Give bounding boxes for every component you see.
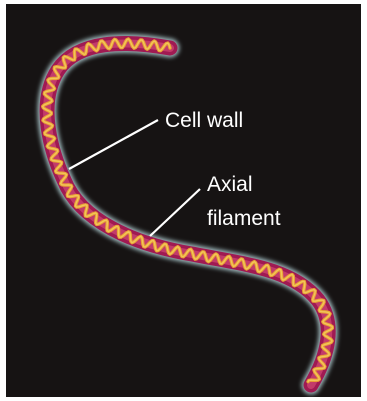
axial-filament-label-line2: filament: [207, 207, 281, 230]
axial-filament-label-line1: Axial: [207, 173, 253, 196]
micrograph-panel: Cell wall Axial filament: [6, 4, 361, 397]
cell-wall-label: Cell wall: [165, 109, 243, 132]
spirochete-diagram: Cell wall Axial filament: [6, 4, 361, 397]
